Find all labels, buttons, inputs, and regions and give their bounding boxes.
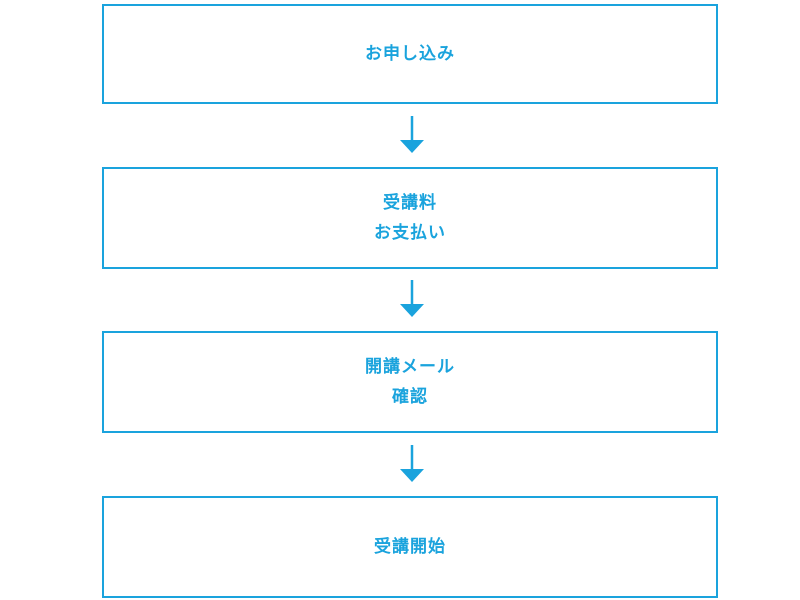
down-arrow-icon — [398, 280, 426, 318]
step-label-line-1: 開講メール — [365, 357, 455, 377]
step-label: お申し込み — [365, 44, 455, 64]
down-arrow-icon — [398, 445, 426, 483]
step-label-line-1: 受講料 — [383, 193, 437, 213]
step-label-line-2: 確認 — [392, 387, 428, 407]
step-box-opening-email: 開講メール 確認 — [102, 331, 718, 433]
step-box-application: お申し込み — [102, 4, 718, 104]
step-box-course-start: 受講開始 — [102, 496, 718, 598]
step-label: 受講開始 — [374, 537, 446, 557]
step-label-line-2: お支払い — [374, 223, 446, 243]
step-box-payment: 受講料 お支払い — [102, 167, 718, 269]
down-arrow-icon — [398, 116, 426, 154]
